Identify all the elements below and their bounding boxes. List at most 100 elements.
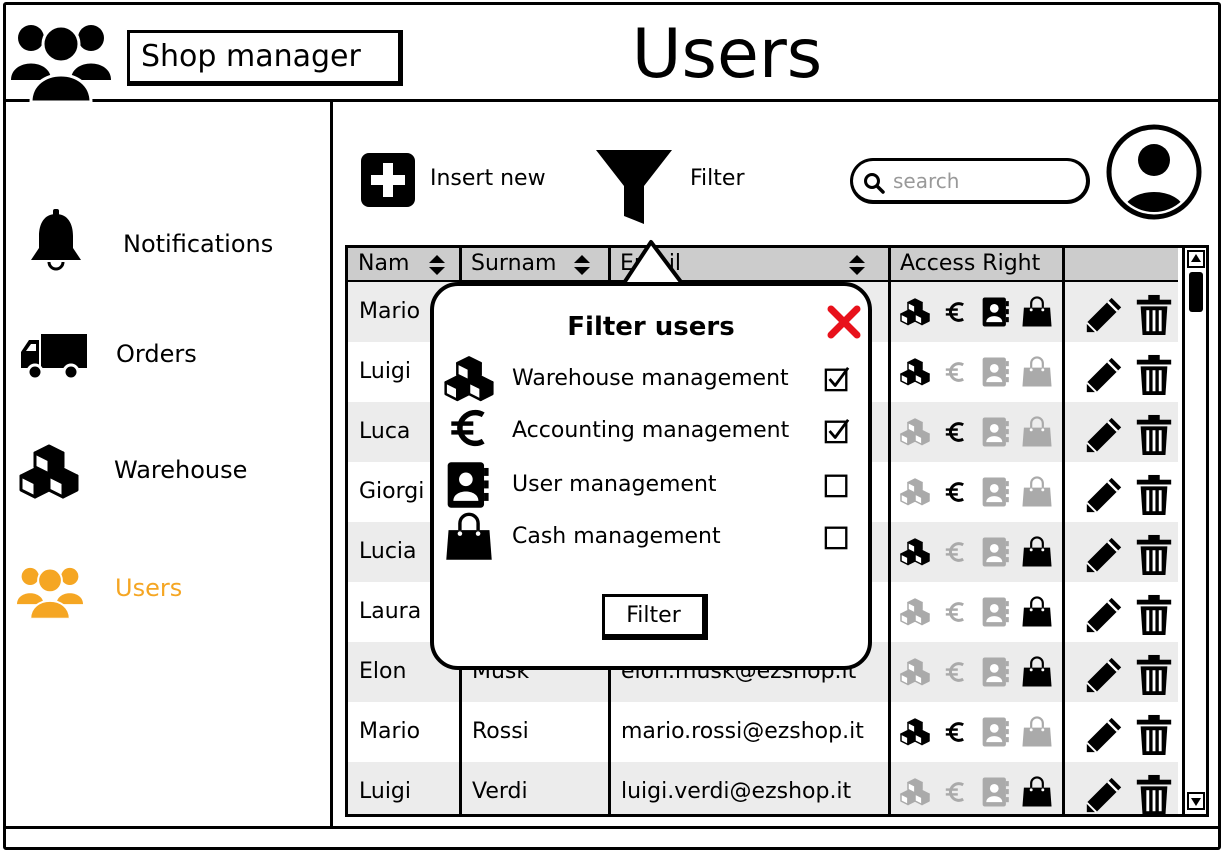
close-icon[interactable] xyxy=(826,304,862,340)
delete-icon[interactable] xyxy=(1133,414,1175,456)
cell-name: Mario xyxy=(359,299,421,324)
shopping-bag-icon xyxy=(444,512,494,562)
warehouse-right-icon xyxy=(900,296,930,328)
filter-option-accounting: Accounting management xyxy=(444,406,854,458)
filter-option-cash: Cash management xyxy=(444,512,854,564)
user-right-icon xyxy=(980,476,1010,508)
sidebar-item-warehouse[interactable]: Warehouse xyxy=(17,442,317,512)
delete-icon[interactable] xyxy=(1133,354,1175,396)
cell-name: Luca xyxy=(359,419,411,444)
filter-option-user: User management xyxy=(444,460,854,512)
search-icon xyxy=(864,173,885,194)
filter-button[interactable]: Filter xyxy=(592,144,772,224)
sort-icon[interactable] xyxy=(428,254,446,276)
user-right-icon xyxy=(980,716,1010,748)
option-label: Cash management xyxy=(512,524,721,549)
warehouse-checkbox[interactable] xyxy=(824,366,850,392)
option-label: Accounting management xyxy=(512,418,790,443)
accounting-right-icon xyxy=(944,296,968,328)
accounting-right-icon xyxy=(944,416,968,448)
cubes-icon xyxy=(19,442,79,502)
cell-name: Elon xyxy=(359,659,407,684)
search-input[interactable] xyxy=(893,167,1073,195)
cell-name: Lucia xyxy=(359,539,417,564)
filter-label: Filter xyxy=(690,166,745,191)
warehouse-right-icon xyxy=(900,356,930,388)
sidebar-item-notifications[interactable]: Notifications xyxy=(17,208,317,278)
scroll-up-icon[interactable] xyxy=(1187,250,1205,268)
edit-icon[interactable] xyxy=(1083,594,1125,636)
edit-icon[interactable] xyxy=(1083,654,1125,696)
column-header-surname[interactable]: Surnam xyxy=(471,251,557,276)
funnel-icon xyxy=(596,150,672,224)
sidebar-item-label: Orders xyxy=(116,340,197,368)
cash-right-icon xyxy=(1020,416,1054,448)
delete-icon[interactable] xyxy=(1133,294,1175,336)
delete-icon[interactable] xyxy=(1133,774,1175,816)
bell-icon xyxy=(31,209,81,271)
edit-icon[interactable] xyxy=(1083,414,1125,456)
column-header-name[interactable]: Nam xyxy=(358,251,410,276)
cell-name: Luigi xyxy=(359,359,412,384)
insert-new-label: Insert new xyxy=(430,166,546,191)
cell-surname: Verdi xyxy=(472,779,528,804)
users-icon xyxy=(17,558,83,620)
window-frame xyxy=(3,2,1221,850)
cash-right-icon xyxy=(1020,656,1054,688)
cell-name: Mario xyxy=(359,719,421,744)
cash-checkbox[interactable] xyxy=(824,524,850,550)
popup-pointer xyxy=(618,240,688,288)
sidebar-item-orders[interactable]: Orders xyxy=(17,324,317,394)
edit-icon[interactable] xyxy=(1083,774,1125,816)
dialog-title: Filter users xyxy=(567,312,735,342)
edit-icon[interactable] xyxy=(1083,534,1125,576)
cell-surname: Rossi xyxy=(472,719,529,744)
accounting-right-icon xyxy=(944,656,968,688)
edit-icon[interactable] xyxy=(1083,474,1125,516)
warehouse-right-icon xyxy=(900,716,930,748)
scroll-down-icon[interactable] xyxy=(1187,792,1205,810)
cell-name: Giorgi xyxy=(359,479,425,504)
warehouse-right-icon xyxy=(900,536,930,568)
edit-icon[interactable] xyxy=(1083,294,1125,336)
filter-users-dialog: Filter users Warehouse management Accoun… xyxy=(430,282,872,670)
delete-icon[interactable] xyxy=(1133,474,1175,516)
warehouse-right-icon xyxy=(900,776,930,808)
apply-filter-button[interactable]: Filter xyxy=(602,594,708,640)
page-title: Users xyxy=(631,15,823,94)
filter-option-warehouse: Warehouse management xyxy=(444,354,854,406)
option-label: Warehouse management xyxy=(512,366,789,391)
header: Shop manager Users xyxy=(3,2,1221,102)
warehouse-right-icon xyxy=(900,476,930,508)
user-avatar-icon[interactable] xyxy=(1106,124,1202,220)
search-box[interactable] xyxy=(850,158,1090,204)
warehouse-right-icon xyxy=(900,656,930,688)
delete-icon[interactable] xyxy=(1133,594,1175,636)
sidebar-item-users[interactable]: Users xyxy=(17,558,317,628)
accounting-right-icon xyxy=(944,596,968,628)
insert-new-button[interactable]: Insert new xyxy=(360,150,580,210)
cell-name: Laura xyxy=(359,599,422,624)
user-right-icon xyxy=(980,296,1010,328)
user-right-icon xyxy=(980,536,1010,568)
table-row: Laura xyxy=(348,582,1178,642)
table-row: Giorgi xyxy=(348,462,1178,522)
address-book-icon xyxy=(444,460,490,510)
sort-icon[interactable] xyxy=(848,254,866,276)
cell-name: Luigi xyxy=(359,779,412,804)
sort-icon[interactable] xyxy=(573,254,591,276)
vertical-scrollbar[interactable] xyxy=(1182,248,1206,814)
edit-icon[interactable] xyxy=(1083,354,1125,396)
cash-right-icon xyxy=(1020,296,1054,328)
truck-icon xyxy=(21,334,87,381)
scroll-thumb[interactable] xyxy=(1189,272,1203,312)
delete-icon[interactable] xyxy=(1133,534,1175,576)
user-checkbox[interactable] xyxy=(824,472,850,498)
delete-icon[interactable] xyxy=(1133,714,1175,756)
delete-icon[interactable] xyxy=(1133,654,1175,696)
cash-right-icon xyxy=(1020,356,1054,388)
edit-icon[interactable] xyxy=(1083,714,1125,756)
accounting-checkbox[interactable] xyxy=(824,418,850,444)
cash-right-icon xyxy=(1020,536,1054,568)
